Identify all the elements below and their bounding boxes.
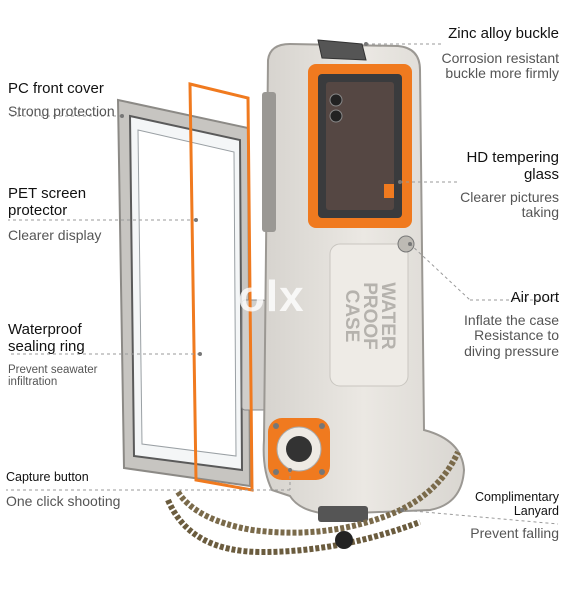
pet-title-2: protector: [8, 201, 68, 219]
badge-line-1: WATER: [377, 282, 398, 349]
hd-glass-callout: HD tempering glass Clearer pictures taki…: [460, 149, 559, 221]
hd-title-2: glass: [523, 165, 559, 183]
back-frame: [116, 98, 267, 488]
air-sub-3: diving pressure: [464, 343, 559, 360]
pet-sub: Clearer display: [8, 226, 102, 243]
hd-sub-2: taking: [521, 204, 559, 221]
air-sub-1: Inflate the case: [464, 311, 559, 328]
ring-title-1: Waterproof: [8, 321, 82, 338]
leader-lines: [6, 43, 559, 525]
ring-sub-2: infiltration: [8, 376, 58, 389]
pet-protector-callout: PET screen protector Clearer display: [8, 185, 102, 243]
air-title: Air port: [510, 289, 559, 306]
lanyard-title-2: Lanyard: [513, 504, 559, 518]
pc-title: PC front cover: [8, 80, 104, 97]
capture-sub: One click shooting: [6, 493, 121, 509]
air-sub-2: Resistance to: [474, 327, 559, 344]
zinc-title: Zinc alloy buckle: [448, 25, 559, 42]
capture-title: Capture button: [6, 470, 89, 484]
capture-button-callout: Capture button One click shooting: [6, 470, 120, 510]
watermark: olx: [238, 272, 305, 321]
lanyard-sub: Prevent falling: [470, 525, 559, 541]
ring-title-2: sealing ring: [8, 337, 85, 355]
zinc-buckle-callout: Zinc alloy buckle Corrosion resistant bu…: [441, 25, 560, 82]
hd-sub-1: Clearer pictures: [460, 188, 559, 205]
pet-title-1: PET screen: [8, 185, 87, 202]
pc-sub: Strong protection: [8, 102, 115, 119]
hd-title-1: HD tempering: [466, 149, 559, 166]
ring-sub-1: Prevent seawater: [8, 363, 98, 376]
pc-cover-callout: PC front cover Strong protection: [8, 80, 115, 119]
zinc-sub-2: buckle more firmly: [445, 65, 559, 82]
sealing-ring-callout: Waterproof sealing ring Prevent seawater…: [8, 321, 98, 389]
badge-line-2: PROOF: [359, 282, 380, 350]
air-port-callout: Air port Inflate the case Resistance to …: [464, 289, 559, 360]
lanyard: [165, 450, 461, 556]
case-body: WATER PROOF CASE: [262, 39, 466, 522]
badge-line-3: CASE: [341, 290, 362, 343]
zinc-sub-1: Corrosion resistant: [441, 49, 560, 66]
lanyard-title-1: Complimentary: [474, 490, 559, 504]
lanyard-callout: Complimentary Lanyard Prevent falling: [470, 490, 559, 542]
